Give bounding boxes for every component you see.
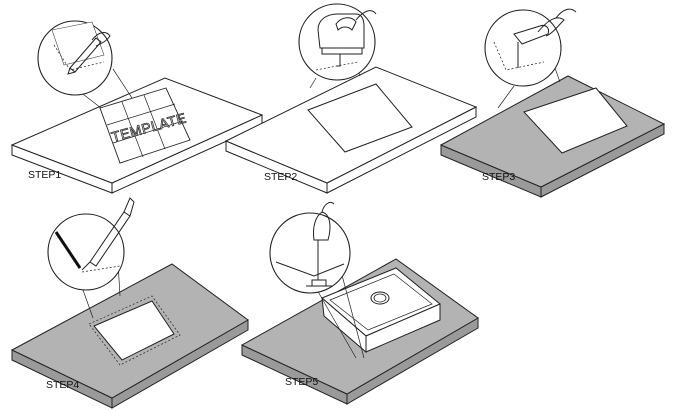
pencil-detail-circle xyxy=(37,20,113,96)
step4-cutout xyxy=(93,300,175,361)
sealant-detail-circle xyxy=(47,197,135,291)
step1-label: STEP1 xyxy=(28,169,61,181)
jigsaw-detail-circle xyxy=(298,3,377,81)
sealant-bead-outline xyxy=(88,295,181,366)
step3-panel: STEP3 xyxy=(439,8,666,198)
clip-screwdriver-icon xyxy=(306,201,335,287)
jigsaw-icon xyxy=(315,10,377,71)
step4-panel: STEP4 xyxy=(10,197,249,409)
sink-icon xyxy=(321,267,441,354)
step3-label: STEP3 xyxy=(482,171,515,183)
step2-label: STEP2 xyxy=(264,171,297,183)
step4-label: STEP4 xyxy=(46,379,79,391)
step5-label: STEP5 xyxy=(285,376,318,388)
template-sheet: TEMPLATE xyxy=(99,87,191,164)
step2-cutout xyxy=(307,83,413,153)
step5-panel: STEP5 xyxy=(240,201,479,405)
drill-detail-circle xyxy=(484,8,577,87)
sealant-tube-icon xyxy=(81,197,135,271)
step3-cutout xyxy=(523,87,628,154)
drill-icon xyxy=(513,8,577,68)
pencil-icon xyxy=(67,32,111,75)
clip-detail-circle xyxy=(269,201,351,294)
step2-panel: STEP2 xyxy=(224,3,478,194)
step1-panel: TEMPLATE STEP1 xyxy=(10,20,264,194)
